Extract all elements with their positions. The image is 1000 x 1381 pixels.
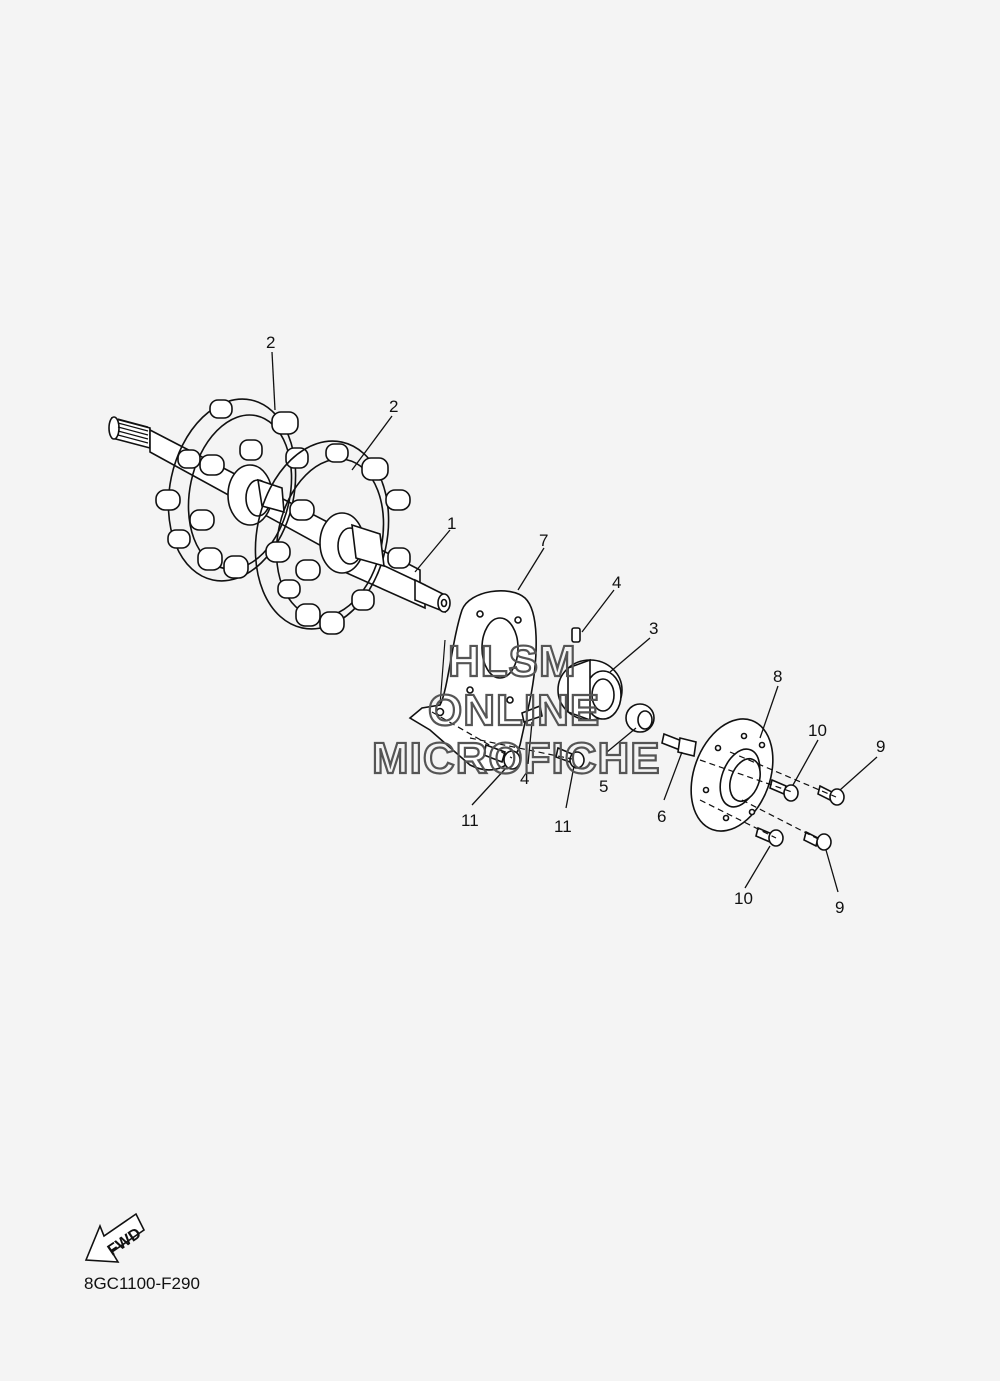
callout-4-upper: 4 (612, 573, 621, 592)
watermark-line-2: ONLINE (428, 686, 600, 735)
callout-10-upper: 10 (808, 721, 827, 740)
bolt-9-lower (803, 830, 832, 851)
diagram-code: 8GC1100-F290 (84, 1274, 200, 1293)
callout-4-lower: 4 (520, 769, 529, 788)
alignment-lines (431, 711, 837, 841)
callout-7: 7 (539, 531, 548, 550)
callout-1: 1 (447, 514, 456, 533)
callout-2-upper: 2 (266, 333, 275, 352)
callout-9-upper: 9 (876, 737, 885, 756)
flange-plate (690, 718, 774, 832)
watermark: HLSM ONLINE MICROFICHE (371, 636, 661, 784)
collar (625, 703, 655, 733)
drive-shaft-assembly (108, 398, 451, 635)
bolt-6 (661, 732, 697, 757)
callout-5: 5 (599, 777, 608, 796)
bolt-10-lower (755, 826, 784, 847)
callout-11-right: 11 (554, 817, 572, 836)
watermark-line-3: MICROFICHE (372, 734, 661, 783)
set-screw-lower (521, 704, 543, 724)
callout-2-right: 2 (389, 397, 398, 416)
shaft-spline-end (108, 416, 151, 450)
callout-8: 8 (773, 667, 782, 686)
callout-11-left: 11 (461, 811, 479, 830)
callout-6: 6 (657, 807, 666, 826)
callout-3: 3 (649, 619, 658, 638)
callout-10-lower: 10 (734, 889, 753, 908)
callout-9-lower: 9 (835, 898, 844, 917)
bearing (557, 658, 623, 722)
leader-lines (271, 351, 878, 893)
bolt-10-upper (769, 778, 799, 802)
sprocket-right (254, 440, 411, 635)
sprocket-left (155, 398, 309, 582)
set-screw-upper (571, 627, 581, 643)
watermark-line-1: HLSM (448, 637, 577, 686)
shaft-hex-end (339, 543, 451, 614)
callout-labels: 2 2 1 7 4 3 4 5 6 8 10 9 11 11 10 9 (266, 333, 885, 917)
fwd-arrow-icon: FWD (84, 1212, 146, 1263)
bolt-9-upper (817, 784, 845, 806)
bolt-11-left (483, 743, 521, 770)
bearing-housing-plate (408, 590, 537, 771)
